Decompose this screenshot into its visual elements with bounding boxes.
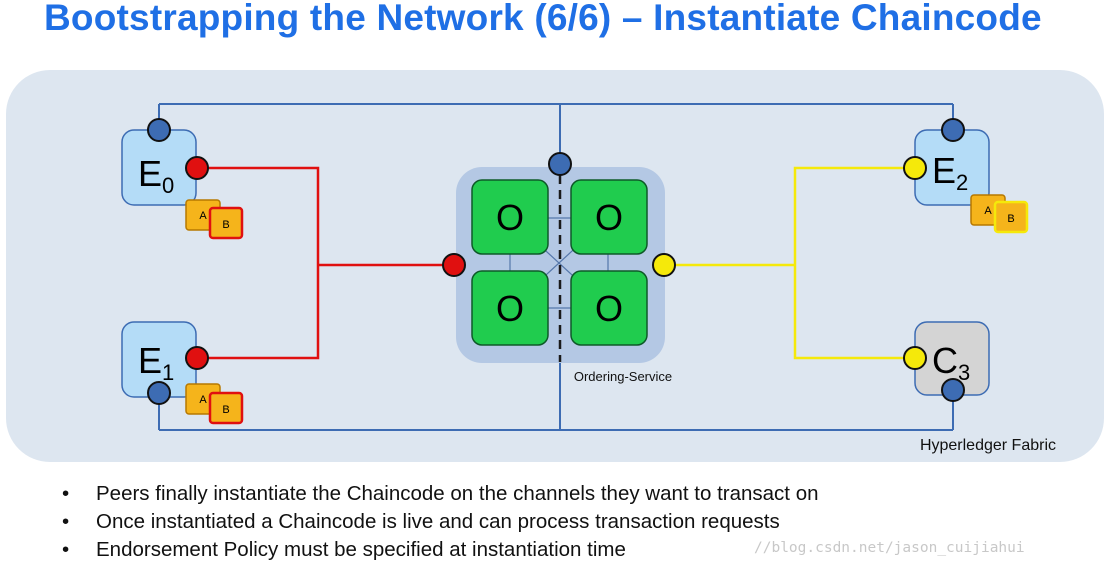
peer-e0: E0 A B: [121, 118, 244, 240]
orderer-red-connector: [442, 253, 466, 277]
client-c3-label: C3: [932, 340, 970, 385]
bullet-text: Endorsement Policy must be specified at …: [96, 538, 626, 561]
orderer-node: O: [570, 270, 648, 346]
orderer-label: O: [496, 197, 524, 238]
client-c3-system-connector: [941, 378, 965, 402]
peer-e1-label: E1: [138, 340, 174, 385]
orderer-system-connector: [548, 152, 572, 176]
peer-e1-system-connector: [147, 381, 171, 405]
peer-e0-system-connector: [147, 118, 171, 142]
bullet-text: Peers finally instantiate the Chaincode …: [96, 482, 819, 505]
orderer-label: O: [595, 288, 623, 329]
bullet-list: • Peers finally instantiate the Chaincode…: [62, 480, 819, 564]
peer-e0-red-connector: [185, 156, 209, 180]
bullet-item: • Peers finally instantiate the Chaincode…: [62, 480, 819, 508]
client-c3-yellow-connector: [903, 346, 927, 370]
bullet-item: • Endorsement Policy must be specified at…: [62, 536, 819, 564]
hyperledger-fabric-label: Hyperledger Fabric: [920, 437, 1056, 454]
ordering-service-label: Ordering-Service: [574, 369, 672, 384]
peer-e2-system-connector: [941, 118, 965, 142]
orderer-node: O: [471, 179, 549, 255]
peer-e2-yellow-connector: [903, 156, 927, 180]
red-channel-lines: [197, 166, 454, 360]
client-c3: C3: [903, 321, 990, 402]
orderer-node: O: [570, 179, 648, 255]
orderer-yellow-connector: [652, 253, 676, 277]
yellow-channel-lines: [664, 166, 915, 360]
chaincode-badge: A B: [970, 194, 1029, 234]
ordering-service: O O O O: [442, 152, 676, 363]
svg-text:A: A: [199, 394, 207, 406]
svg-text:A: A: [984, 205, 992, 217]
orderer-label: O: [595, 197, 623, 238]
bullet-marker: •: [62, 510, 70, 533]
peer-e1-red-connector: [185, 346, 209, 370]
peer-e0-label: E0: [138, 153, 174, 198]
svg-text:A: A: [199, 210, 207, 222]
bullet-marker: •: [62, 538, 70, 561]
slide-title: Bootstrapping the Network (6/6) – Instan…: [44, 0, 1042, 38]
svg-text:B: B: [1007, 213, 1014, 225]
watermark: //blog.csdn.net/jason_cuijiahui: [754, 540, 1025, 556]
bullet-marker: •: [62, 482, 70, 505]
chaincode-badge: A B: [185, 383, 244, 425]
bullet-item: • Once instantiated a Chaincode is live a…: [62, 508, 819, 536]
peer-e1: E1 A B: [121, 321, 244, 425]
orderer-label: O: [496, 288, 524, 329]
chaincode-badge: A B: [185, 199, 244, 240]
orderer-node: O: [471, 270, 549, 346]
peer-e2: E2 A B: [903, 118, 1029, 234]
svg-text:B: B: [222, 219, 229, 231]
bullet-text: Once instantiated a Chaincode is live an…: [96, 510, 780, 533]
peer-e2-label: E2: [932, 150, 968, 195]
svg-text:B: B: [222, 404, 229, 416]
